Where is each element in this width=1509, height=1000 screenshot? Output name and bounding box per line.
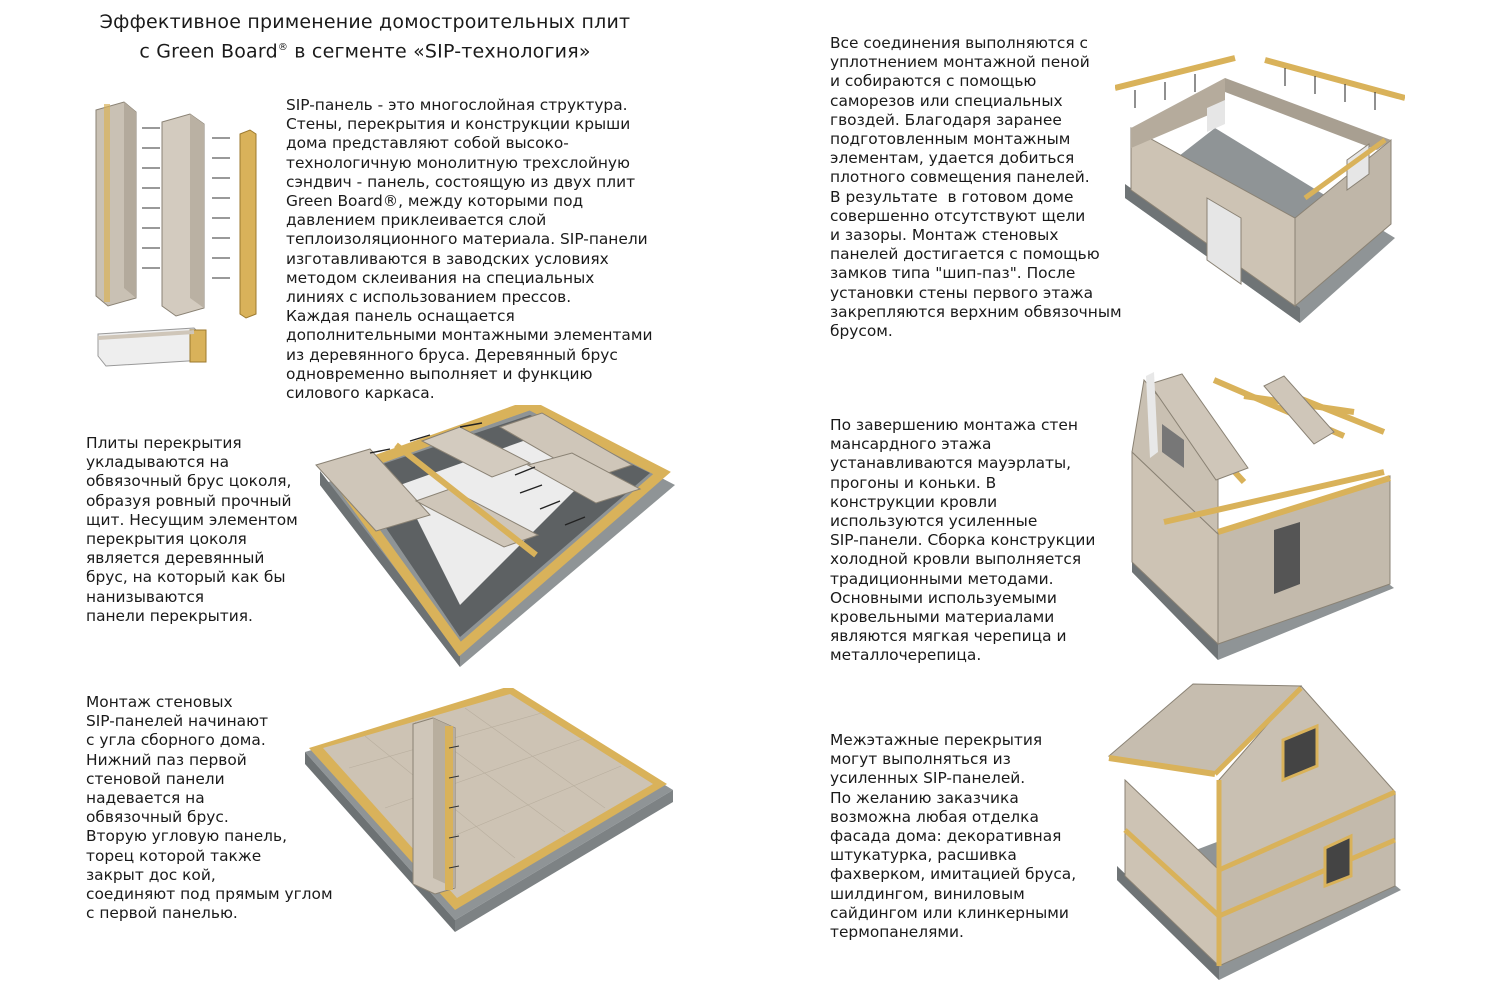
floor-slabs-illustration: [310, 405, 680, 670]
title-line-2-end: в сегменте «SIP-технология»: [288, 40, 591, 63]
roof-assembly-illustration: [1124, 372, 1404, 664]
text-sip-panel: SIP-панель - это многослойная структура.…: [286, 96, 653, 403]
wall-mounting-illustration: [305, 688, 675, 933]
text-roof: По завершению монтажа стен мансардного э…: [830, 416, 1096, 665]
arrows-right: [212, 137, 230, 279]
page-title: Эффективное применение домостроительных …: [60, 10, 670, 64]
panel-screws: [448, 745, 460, 869]
facade-timber: [1123, 780, 1397, 966]
first-floor-walls-illustration: [1115, 48, 1405, 328]
title-line-2: с Green Board® в сегменте «SIP-технологи…: [60, 35, 670, 64]
text-floor-slabs: Плиты перекрытия укладываются на обвязоч…: [86, 434, 298, 625]
text-wall-mounting: Монтаж стеновых SIP-панелей начинают с у…: [86, 693, 333, 923]
floor-grid: [348, 707, 622, 859]
text-connections: Все соединения выполняются с уплотнением…: [830, 34, 1122, 341]
top-arrows: [1134, 68, 1376, 110]
registered-mark: ®: [277, 42, 289, 53]
text-interfloor: Межэтажные перекрытия могут выполняться …: [830, 731, 1077, 942]
title-line-1: Эффективное применение домостроительных …: [99, 11, 631, 33]
arrows-left: [142, 127, 160, 269]
slab-arrows: [369, 422, 586, 526]
title-line-2-start: с Green Board: [139, 40, 278, 63]
finished-house-illustration: [1105, 680, 1405, 985]
sip-panel-layers-illustration: [90, 98, 270, 388]
